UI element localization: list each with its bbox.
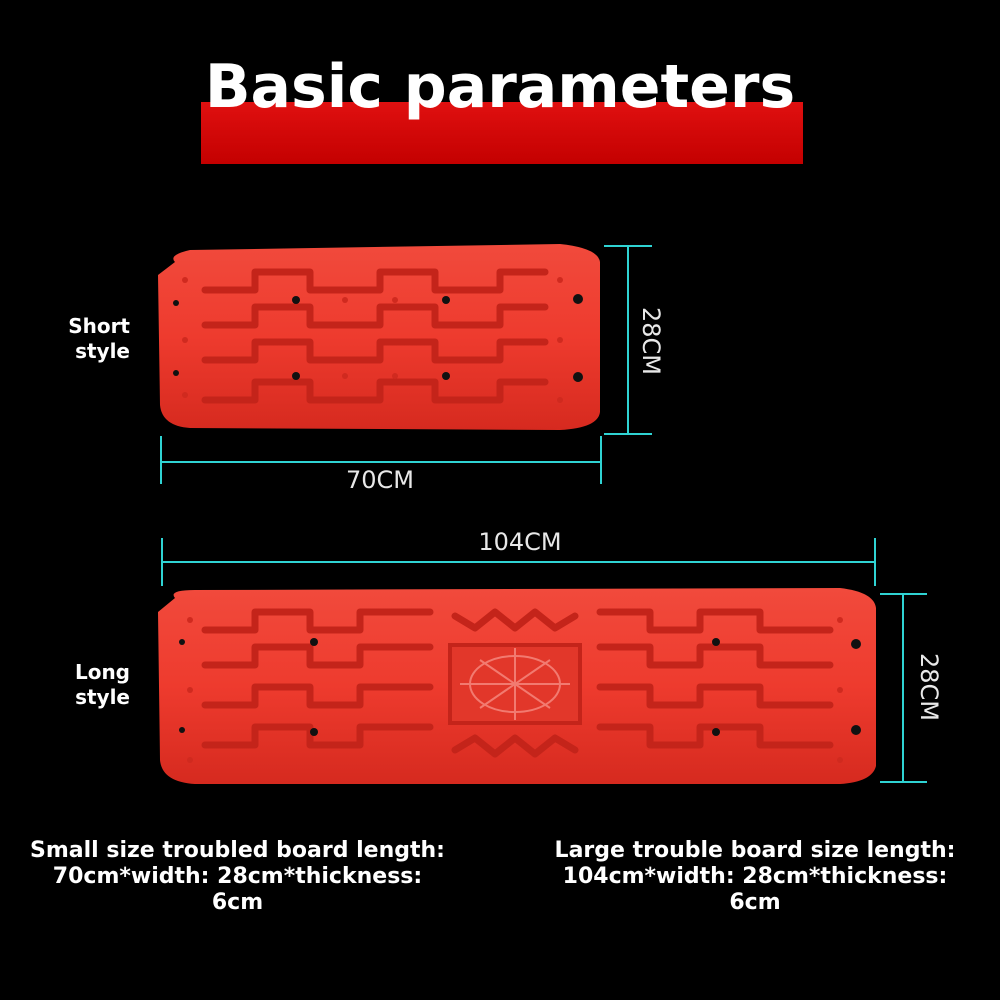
long-label-line2: style bbox=[75, 685, 130, 709]
long-dimension-lines bbox=[161, 538, 927, 783]
short-height-label: 28CM bbox=[637, 306, 665, 375]
small-board-description: Small size troubled board length: 70cm*w… bbox=[0, 838, 475, 916]
short-dimension-lines bbox=[160, 245, 652, 484]
large-desc-line2: 104cm*width: 28cm*thickness: bbox=[562, 864, 948, 889]
small-desc-line3: 6cm bbox=[211, 890, 264, 915]
long-length-label: 104CM bbox=[478, 528, 562, 556]
long-style-label: Long style bbox=[40, 660, 130, 710]
page-title: Basic parameters bbox=[204, 52, 796, 122]
large-board-description: Large trouble board size length: 104cm*w… bbox=[520, 838, 990, 916]
large-desc-line1: Large trouble board size length: bbox=[554, 838, 956, 863]
short-label-line1: Short bbox=[68, 314, 130, 338]
small-desc-line2: 70cm*width: 28cm*thickness: bbox=[52, 864, 423, 889]
short-label-line2: style bbox=[75, 339, 130, 363]
title-banner bbox=[201, 102, 803, 164]
large-desc-line3: 6cm bbox=[729, 890, 781, 915]
long-label-line1: Long bbox=[74, 660, 130, 684]
short-style-label: Short style bbox=[40, 314, 130, 364]
long-board bbox=[158, 588, 876, 784]
short-board bbox=[158, 244, 600, 430]
short-length-label: 70CM bbox=[345, 466, 414, 494]
long-height-label: 28CM bbox=[915, 652, 943, 721]
small-desc-line1: Small size troubled board length: bbox=[30, 838, 445, 863]
